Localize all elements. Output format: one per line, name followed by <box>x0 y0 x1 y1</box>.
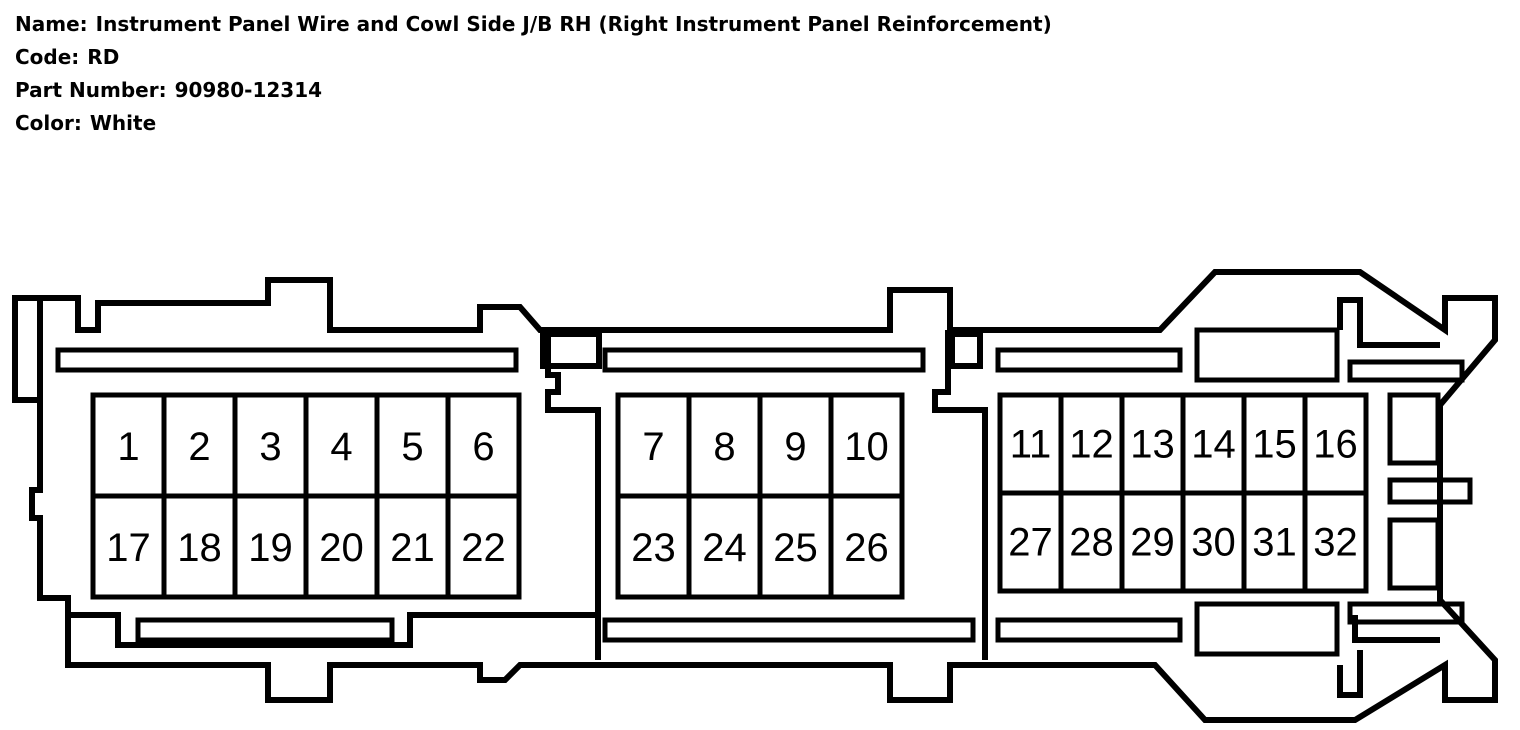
part-number-row: Part Number: 90980-12314 <box>15 74 1052 107</box>
pin-number-3: 3 <box>259 425 281 469</box>
pin-number-29: 29 <box>1130 521 1175 565</box>
side-slot-top <box>1387 392 1441 466</box>
name-label: Name: <box>15 12 88 36</box>
code-row: Code: RD <box>15 41 1052 74</box>
connector-info: Name: Instrument Panel Wire and Cowl Side… <box>15 8 1052 140</box>
slot-block-top-right <box>1194 327 1340 383</box>
pin-number-6: 6 <box>472 425 494 469</box>
pin-number-25: 25 <box>773 526 818 570</box>
slot-bar-top-mid <box>602 347 926 373</box>
pin-number-22: 22 <box>461 526 506 570</box>
pin-number-2: 2 <box>188 425 210 469</box>
pin-number-7: 7 <box>642 425 664 469</box>
pin-number-24: 24 <box>702 526 747 570</box>
small-slot-1 <box>540 331 602 369</box>
bottom-step-right <box>1352 615 1440 643</box>
pin-number-1: 1 <box>117 425 139 469</box>
pin-number-13: 13 <box>1130 423 1175 467</box>
slot-bars <box>55 327 1473 657</box>
pin-number-8: 8 <box>713 425 735 469</box>
pin-number-27: 27 <box>1008 521 1053 565</box>
pin-number-10: 10 <box>844 425 889 469</box>
small-slot-2 <box>949 331 983 369</box>
pin-number-20: 20 <box>319 526 364 570</box>
pin-number-28: 28 <box>1069 521 1114 565</box>
connector-housing-outline <box>12 269 1498 723</box>
slot-block-bottom-right <box>1194 601 1340 657</box>
slot-bar-top-right <box>995 347 1183 373</box>
pin-number-30: 30 <box>1191 521 1236 565</box>
pin-number-9: 9 <box>784 425 806 469</box>
connector-outline <box>12 269 1498 723</box>
name-row: Name: Instrument Panel Wire and Cowl Side… <box>15 8 1052 41</box>
slot-bar-top-far-right <box>1347 359 1465 383</box>
part-number-label: Part Number: <box>15 78 167 102</box>
code-value: RD <box>87 45 120 69</box>
pin-number-15: 15 <box>1252 423 1297 467</box>
code-label: Code: <box>15 45 80 69</box>
slot-bar-bottom-left <box>135 617 395 643</box>
pin-cavity-22 <box>445 493 522 600</box>
right-side-detail-bottom <box>1337 650 1363 698</box>
pin-number-21: 21 <box>390 526 435 570</box>
divider-2 <box>932 330 988 660</box>
pin-number-26: 26 <box>844 526 889 570</box>
pin-number-19: 19 <box>248 526 293 570</box>
pin-cavity-26 <box>828 493 905 600</box>
pin-number-4: 4 <box>330 425 352 469</box>
side-slot-mid <box>1387 477 1473 505</box>
pin-grid <box>90 392 1369 600</box>
slot-bar-bottom-far-right <box>1347 601 1465 625</box>
color-value: White <box>89 111 157 135</box>
pin-number-31: 31 <box>1252 521 1297 565</box>
bottom-step-left <box>68 612 598 648</box>
pin-number-18: 18 <box>177 526 222 570</box>
pin-number-23: 23 <box>631 526 676 570</box>
side-slot-bottom <box>1387 517 1441 591</box>
pin-number-17: 17 <box>106 526 151 570</box>
slot-bar-top-left <box>55 347 519 373</box>
slot-bar-bottom-mid <box>602 617 976 643</box>
part-number-value: 90980-12314 <box>174 78 323 102</box>
pin-number-32: 32 <box>1313 521 1358 565</box>
pin-number-12: 12 <box>1069 423 1114 467</box>
slot-bar-bottom-right <box>995 617 1183 643</box>
pin-number-5: 5 <box>401 425 423 469</box>
divider-1 <box>545 330 601 660</box>
color-row: Color: White <box>15 107 1052 140</box>
pin-cavity-32 <box>1302 490 1369 594</box>
color-label: Color: <box>15 111 82 135</box>
right-side-detail-top <box>1337 297 1440 348</box>
pin-number-14: 14 <box>1191 423 1236 467</box>
name-value: Instrument Panel Wire and Cowl Side J/B … <box>95 12 1052 36</box>
pin-number-11: 11 <box>1010 423 1052 467</box>
pin-number-16: 16 <box>1313 423 1358 467</box>
